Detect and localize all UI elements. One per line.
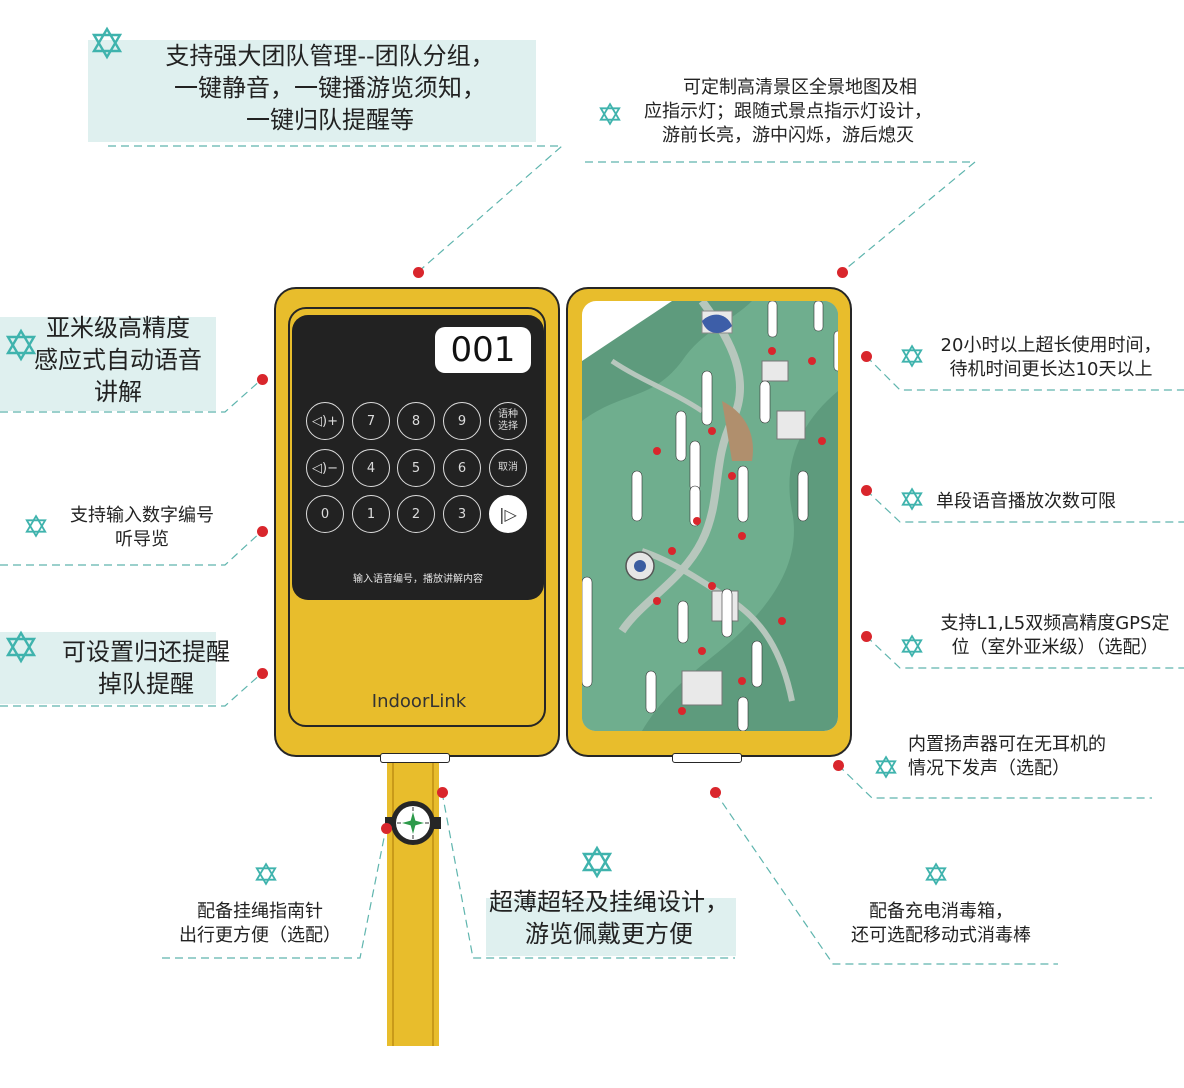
keypad-screen: 001 ◁)+ 7 8 9 语种 选择 ◁)− 4 5 6 取消 0 1 2 3… <box>292 315 544 600</box>
highlight-lanyard <box>486 898 736 956</box>
callout-precision: 亚米级高精度 感应式自动语音 讲解 <box>34 314 202 406</box>
volume-up-button[interactable]: ◁)+ <box>306 402 344 440</box>
callout-gps: 支持L1,L5双频高精度GPS定 位（室外亚米级）（选配） <box>940 613 1170 658</box>
language-label-2: 选择 <box>498 421 518 432</box>
key-7[interactable]: 7 <box>352 402 390 440</box>
lanyard-edge <box>432 758 434 1046</box>
star-icon <box>255 862 277 886</box>
callout-compass: 配备挂绳指南针 出行更方便（选配） <box>179 901 341 946</box>
key-9[interactable]: 9 <box>443 402 481 440</box>
callout-play-limit: 单段语音播放次数可限 <box>936 491 1116 512</box>
marker-dot <box>256 667 268 679</box>
key-0[interactable]: 0 <box>306 495 344 533</box>
marker-dot <box>436 786 448 798</box>
language-label-1: 语种 <box>498 409 518 420</box>
key-8[interactable]: 8 <box>397 402 435 440</box>
key-6[interactable]: 6 <box>443 449 481 487</box>
callout-speaker: 内置扬声器可在无耳机的 情况下发声（选配） <box>908 734 1106 779</box>
star-icon <box>875 755 897 779</box>
marker-dot <box>860 630 872 642</box>
cancel-button[interactable]: 取消 <box>489 449 527 487</box>
marker-dot <box>256 525 268 537</box>
marker-dot <box>836 266 848 278</box>
lanyard-slot <box>380 753 450 763</box>
highlight-precision <box>0 317 216 411</box>
star-icon <box>599 102 621 126</box>
language-select-button[interactable]: 语种 选择 <box>489 402 527 440</box>
device-panel: 001 ◁)+ 7 8 9 语种 选择 ◁)− 4 5 6 取消 0 1 2 3… <box>288 307 546 727</box>
star-icon <box>901 634 923 658</box>
lanyard-slot <box>672 753 742 763</box>
star-icon <box>901 487 923 511</box>
callout-number-input: 支持输入数字编号 听导览 <box>70 505 214 550</box>
marker-dot <box>860 350 872 362</box>
marker-dot <box>412 266 424 278</box>
star-icon <box>5 630 37 664</box>
scenic-map <box>582 301 838 731</box>
star-icon <box>581 845 613 879</box>
number-display: 001 <box>435 327 531 373</box>
key-4[interactable]: 4 <box>352 449 390 487</box>
callout-team-management: 支持强大团队管理--团队分组， 一键静音，一键播游览须知， 一键归队提醒等 <box>165 42 495 134</box>
star-icon <box>925 862 947 886</box>
star-icon <box>91 26 123 60</box>
star-icon <box>25 514 47 538</box>
play-button[interactable]: |▷ <box>489 495 527 533</box>
marker-dot <box>380 822 392 834</box>
keypad-hint: 输入语音编号，播放讲解内容 <box>353 574 483 585</box>
star-icon <box>901 344 923 368</box>
highlight-team <box>88 40 536 142</box>
guide-device-back <box>566 287 852 757</box>
lanyard-edge <box>392 758 394 1046</box>
callout-lanyard: 超薄超轻及挂绳设计， 游览佩戴更方便 <box>489 888 729 948</box>
star-icon <box>5 328 37 362</box>
callout-disinfect: 配备充电消毒箱， 还可选配移动式消毒棒 <box>851 901 1031 946</box>
brand-label: IndoorLink <box>371 691 467 712</box>
highlight-reminder <box>0 632 216 704</box>
callout-map: 可定制高清景区全景地图及相 应指示灯；跟随式景点指示灯设计， 游前长亮，游中闪烁… <box>644 77 932 146</box>
callout-reminder: 可设置归还提醒 掉队提醒 <box>62 638 230 698</box>
marker-dot <box>256 373 268 385</box>
key-5[interactable]: 5 <box>397 449 435 487</box>
callout-battery: 20小时以上超长使用时间， 待机时间更长达10天以上 <box>940 335 1162 380</box>
marker-dot <box>709 786 721 798</box>
key-3[interactable]: 3 <box>443 495 481 533</box>
map-illustration <box>582 301 838 731</box>
key-1[interactable]: 1 <box>352 495 390 533</box>
volume-down-button[interactable]: ◁)− <box>306 449 344 487</box>
marker-dot <box>860 484 872 496</box>
guide-device-front: 001 ◁)+ 7 8 9 语种 选择 ◁)− 4 5 6 取消 0 1 2 3… <box>274 287 560 757</box>
key-2[interactable]: 2 <box>397 495 435 533</box>
compass-icon <box>385 801 441 845</box>
marker-dot <box>832 759 844 771</box>
